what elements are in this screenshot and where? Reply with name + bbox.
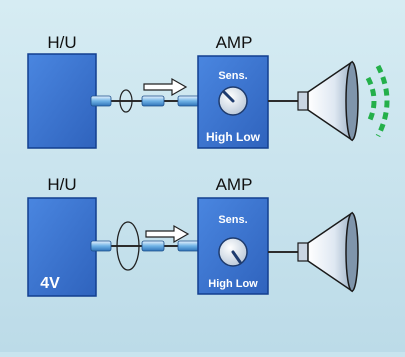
knob-icon [218,86,248,116]
head-unit-label: H/U [47,175,76,194]
head-unit-label: H/U [47,33,76,52]
diagram-bottom: H/U AMP 4V Sens. High Low [27,175,359,297]
sound-wave-icon [365,64,390,138]
diagram-top: H/U AMP Sens. High Low [27,33,390,149]
rca-plug [90,95,112,107]
head-unit-text: 4V [40,275,60,292]
amp-label: AMP [216,33,253,52]
rca-plug [141,240,165,252]
sensitivity-range-label: High Low [208,278,258,290]
sens-label: Sens. [218,70,247,82]
speaker-icon [297,60,359,142]
signal-arrow-icon [145,224,190,244]
rca-plug [177,240,201,252]
head-unit-box [27,53,97,149]
signal-ring-icon [116,221,140,271]
amp-label: AMP [216,175,253,194]
signal-arrow-icon [143,77,188,97]
rca-plug [90,240,112,252]
sens-label: Sens. [218,214,247,226]
rca-plug [177,95,201,107]
sensitivity-range-label: High Low [206,130,261,144]
rca-plug [141,95,165,107]
head-unit-box [27,197,97,297]
signal-ring-icon [119,89,133,113]
speaker-icon [297,211,359,293]
knob-icon [218,237,248,267]
